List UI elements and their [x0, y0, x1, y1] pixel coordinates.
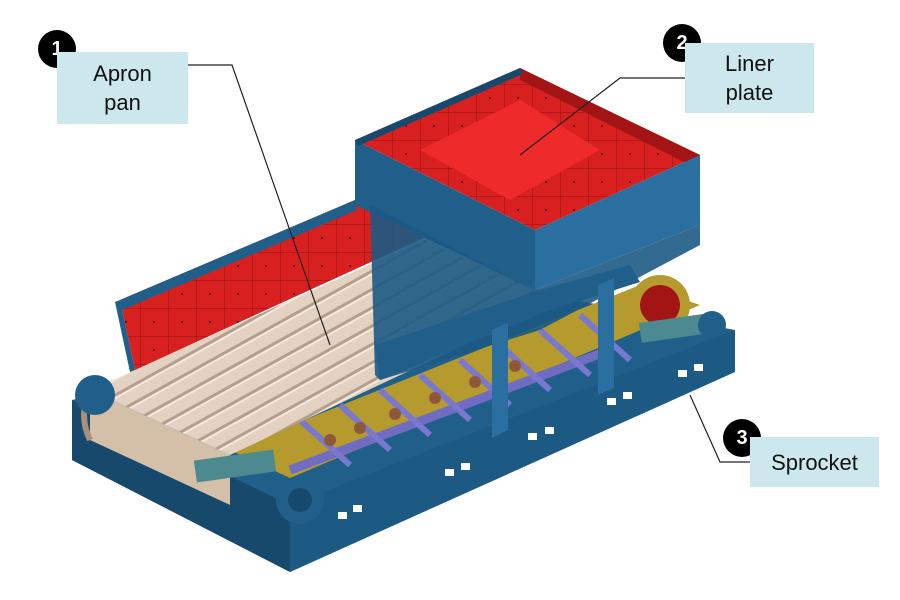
- callout-label-apron-pan-line2: pan: [104, 90, 141, 115]
- callout-label-apron-pan: Apron pan: [57, 52, 188, 124]
- drive-chain: [230, 285, 700, 478]
- callout-label-liner-plate: Liner plate: [685, 43, 814, 113]
- callout-label-apron-pan-line1: Apron: [93, 61, 152, 86]
- leader-line-3: [689, 394, 750, 463]
- support-posts: [492, 278, 614, 438]
- leader-line-2: [519, 77, 685, 156]
- head-sprocket: [630, 275, 726, 343]
- callout-label-liner-plate-line1: Liner: [725, 51, 774, 76]
- leader-lines: [188, 64, 750, 463]
- left-skirt: [115, 200, 430, 372]
- callout-label-liner-plate-line2: plate: [725, 80, 774, 105]
- callout-label-sprocket-line1: Sprocket: [771, 449, 858, 475]
- callout-label-sprocket: Sprocket: [750, 437, 879, 487]
- tail-pulley: [75, 375, 324, 524]
- leader-line-1: [188, 64, 331, 346]
